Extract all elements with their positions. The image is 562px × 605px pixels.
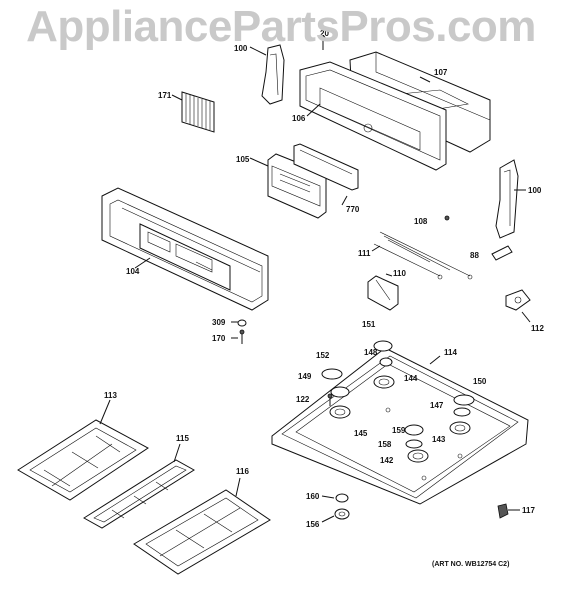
- callout-117: 117: [522, 506, 535, 515]
- part-150-burner-cap: [453, 394, 475, 406]
- callout-108: 108: [414, 217, 428, 226]
- part-100-right-side-trim: [495, 159, 526, 239]
- callout-143: 143: [432, 435, 446, 444]
- callout-151: 151: [362, 320, 376, 329]
- callout-100-left: 100: [234, 44, 248, 53]
- part-88-grommet: [491, 245, 513, 261]
- callout-147: 147: [430, 401, 444, 410]
- part-159-burner-cap: [404, 424, 424, 436]
- callout-145: 145: [354, 429, 368, 438]
- part-160-washer: [321, 493, 349, 503]
- part-115-grate-center: [83, 443, 195, 529]
- callout-110: 110: [393, 269, 406, 278]
- callout-122: 122: [296, 395, 310, 404]
- callout-144: 144: [404, 374, 418, 383]
- callout-107: 107: [434, 68, 448, 77]
- part-117-knob: [497, 503, 520, 519]
- callout-770: 770: [346, 205, 360, 214]
- part-100-left-side-trim: [249, 44, 285, 105]
- part-156-leg: [321, 508, 350, 523]
- burner-front-left: [329, 405, 351, 419]
- part-309-clip: [231, 319, 247, 327]
- part-106-backsplash-frame: [299, 61, 447, 171]
- part-152-burner-cap: [321, 368, 343, 380]
- part-170-screw: [231, 329, 245, 344]
- callout-112: 112: [531, 324, 544, 333]
- part-20-screw: [320, 35, 326, 50]
- callout-152: 152: [316, 351, 330, 360]
- part-770-bracket: [293, 143, 359, 206]
- callout-114: 114: [444, 348, 457, 357]
- part-108-screw: [444, 215, 450, 221]
- part-104-control-panel: [101, 187, 269, 311]
- part-158-burner-head: [405, 439, 423, 449]
- callout-159: 159: [392, 426, 406, 435]
- part-147-burner-head: [453, 407, 471, 417]
- callout-171: 171: [158, 91, 172, 100]
- part-122-screw: [327, 393, 333, 406]
- callout-148: 148: [364, 348, 378, 357]
- callout-100-right: 100: [528, 186, 542, 195]
- callout-115: 115: [176, 434, 189, 443]
- burner-right: [449, 421, 471, 435]
- callout-105: 105: [236, 155, 250, 164]
- part-116-grate-right: [133, 477, 271, 575]
- part-151-burner-cap: [373, 340, 393, 352]
- burner-center: [407, 449, 429, 463]
- callout-149: 149: [298, 372, 312, 381]
- part-148-burner-head: [379, 357, 393, 367]
- callout-158: 158: [378, 440, 392, 449]
- part-171-vent-grille: [171, 91, 215, 133]
- callout-150: 150: [473, 377, 487, 386]
- callout-106: 106: [292, 114, 306, 123]
- burner-rear-left: [373, 375, 395, 389]
- callout-142: 142: [380, 456, 394, 465]
- callout-20: 20: [320, 29, 329, 38]
- part-112-switch: [505, 289, 531, 323]
- callout-88: 88: [470, 251, 479, 260]
- callout-116: 116: [236, 467, 249, 476]
- callout-111: 111: [358, 249, 371, 258]
- callout-113: 113: [104, 391, 117, 400]
- part-111-wire-harness: [371, 231, 473, 280]
- callout-170: 170: [212, 334, 226, 343]
- callout-160: 160: [306, 492, 320, 501]
- art-number-note: (ART NO. WB12754 C2): [432, 561, 510, 568]
- watermark-logo: AppliancePartsPros.com: [26, 2, 536, 51]
- callout-309: 309: [212, 318, 226, 327]
- part-110-spark-module: [367, 273, 399, 311]
- callout-156: 156: [306, 520, 320, 529]
- callout-104: 104: [126, 267, 140, 276]
- part-113-grate-left: [17, 399, 149, 501]
- part-149-burner-head: [330, 386, 350, 398]
